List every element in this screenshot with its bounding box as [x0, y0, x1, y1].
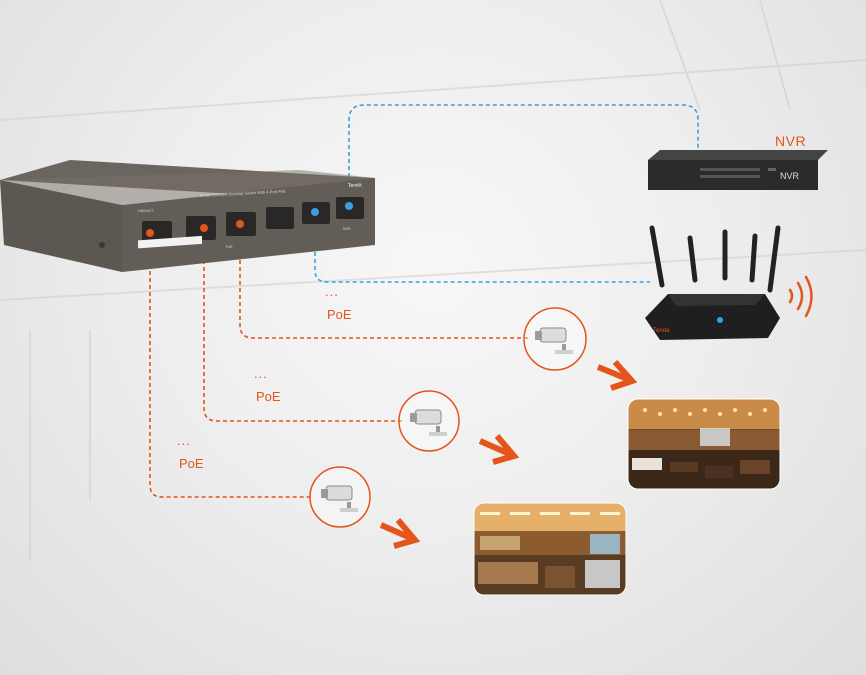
switch-port-label-first: LINK/ACT	[138, 209, 155, 213]
switch-ports	[142, 197, 364, 245]
arrow-1-icon	[596, 359, 638, 391]
poe-switch: 5-Port 10/100M Desktop Switch With 4-Por…	[0, 160, 375, 272]
camera-3-icon	[321, 485, 358, 512]
camera-3	[309, 466, 371, 528]
router-brand-text: Tenda	[653, 328, 670, 334]
arrow-3-icon	[379, 518, 421, 549]
arrow-2-icon	[478, 434, 520, 465]
arrows	[379, 359, 638, 549]
ellipsis-3: ...	[177, 433, 191, 448]
poe-label-2: PoE	[256, 389, 281, 404]
poe-label-1: PoE	[327, 307, 352, 322]
supermarket-photo	[473, 502, 627, 596]
nvr-device: NVR	[648, 150, 828, 190]
port-4	[266, 207, 294, 229]
poe-line-camera-2	[203, 232, 402, 422]
connection-lines	[149, 104, 699, 498]
wifi-signal-icon	[788, 275, 813, 318]
router-link-line	[314, 210, 650, 283]
poe-line-camera-1	[239, 232, 528, 339]
ellipsis-1: ...	[325, 284, 339, 299]
background-architecture	[0, 0, 866, 560]
nvr-device-text: NVR	[780, 171, 800, 181]
nvr-link-line	[348, 104, 699, 205]
camera-1-icon	[535, 327, 573, 354]
switch-port-label-uplink: NVR	[343, 227, 351, 231]
nvr-label: NVR	[775, 133, 807, 149]
camera-2-icon	[410, 409, 447, 436]
switch-port-label-poe: PoE	[226, 245, 233, 249]
poe-label-3: PoE	[179, 456, 204, 471]
wifi-router: Tenda	[645, 225, 781, 340]
switch-label-strip	[138, 235, 202, 249]
switch-model-text: 5-Port 10/100M Desktop Switch With 4-Por…	[200, 188, 287, 198]
ellipsis-2: ...	[254, 366, 268, 381]
restaurant-photo	[627, 398, 781, 490]
camera-1	[523, 307, 587, 371]
switch-brand-text: Tenda	[348, 182, 362, 189]
poe-line-camera-3	[149, 250, 312, 498]
camera-2	[398, 390, 460, 452]
